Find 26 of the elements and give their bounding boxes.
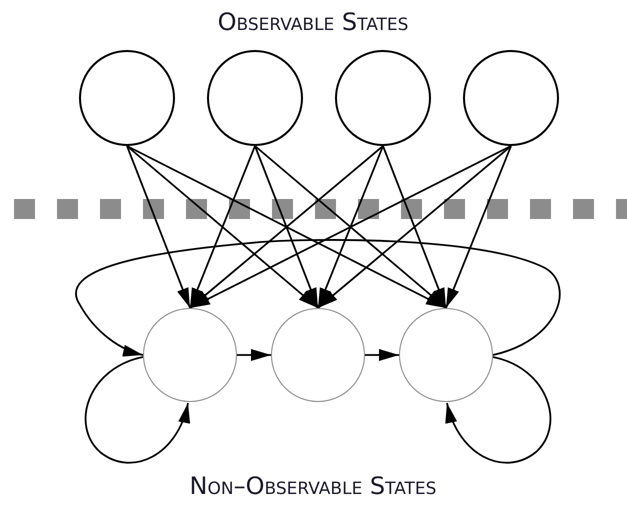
hidden-state-circle xyxy=(271,308,365,402)
arrow xyxy=(317,146,384,308)
arrow xyxy=(126,146,191,308)
hidden-state-circle xyxy=(399,308,493,402)
observable-state-circle xyxy=(463,50,559,146)
arrow xyxy=(254,146,319,308)
arrow xyxy=(237,349,271,361)
arrow xyxy=(365,349,399,361)
arrow xyxy=(76,239,561,356)
arrow xyxy=(126,145,319,309)
arrow xyxy=(317,145,512,309)
arrow xyxy=(84,356,189,464)
arrow xyxy=(189,146,256,308)
observable-state-circle xyxy=(79,50,175,146)
arrow xyxy=(254,145,447,309)
group-heading: Non–Observable States xyxy=(190,472,436,500)
arrow xyxy=(126,145,446,309)
arrow xyxy=(446,356,552,464)
arrow xyxy=(189,145,384,309)
group-heading: Observable States xyxy=(218,8,408,36)
arrow xyxy=(382,146,447,308)
observable-state-circle xyxy=(207,50,303,146)
arrow xyxy=(190,145,512,309)
observable-state-circle xyxy=(335,50,431,146)
arrow xyxy=(445,146,512,308)
hidden-state-circle xyxy=(143,308,237,402)
